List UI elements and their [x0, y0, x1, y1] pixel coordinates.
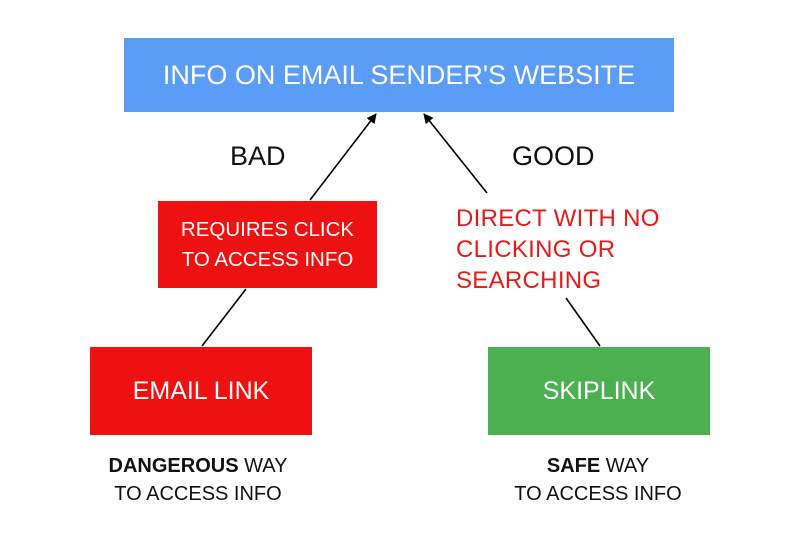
dangerous-caption-line2: TO ACCESS INFO — [114, 483, 282, 505]
sender-website-label: INFO ON EMAIL SENDER'S WEBSITE — [162, 59, 636, 90]
requires-click-box: REQUIRES CLICK TO ACCESS INFO — [158, 201, 377, 288]
skiplink-box: SKIPLINK — [488, 347, 710, 435]
sender-website-box: INFO ON EMAIL SENDER'S WEBSITE — [124, 38, 674, 112]
skiplink-to-text-line — [565, 297, 601, 347]
good-label: GOOD — [512, 141, 595, 171]
dangerous-emphasis: DANGEROUS — [108, 455, 239, 477]
safe-caption-line2: TO ACCESS INFO — [514, 483, 682, 505]
safe-emphasis: SAFE — [546, 455, 601, 477]
dangerous-caption: DANGEROUS WAY TO ACCESS INFO — [38, 452, 358, 508]
email-link-box: EMAIL LINK — [90, 347, 312, 435]
safe-caption-rest: WAY — [600, 455, 650, 477]
text-to-top-arrow — [423, 113, 488, 194]
email-link-label: EMAIL LINK — [132, 376, 270, 405]
safe-caption: SAFE WAY TO ACCESS INFO — [438, 452, 758, 508]
email-to-click-line — [201, 288, 247, 347]
click-to-top-arrow — [309, 113, 377, 201]
bad-label: BAD — [230, 141, 286, 171]
skiplink-label: SKIPLINK — [542, 376, 656, 405]
direct-access-text: DIRECT WITH NO CLICKING OR SEARCHING — [456, 205, 660, 294]
requires-click-label: REQUIRES CLICK TO ACCESS INFO — [180, 217, 355, 271]
dangerous-caption-rest: WAY — [238, 455, 288, 477]
